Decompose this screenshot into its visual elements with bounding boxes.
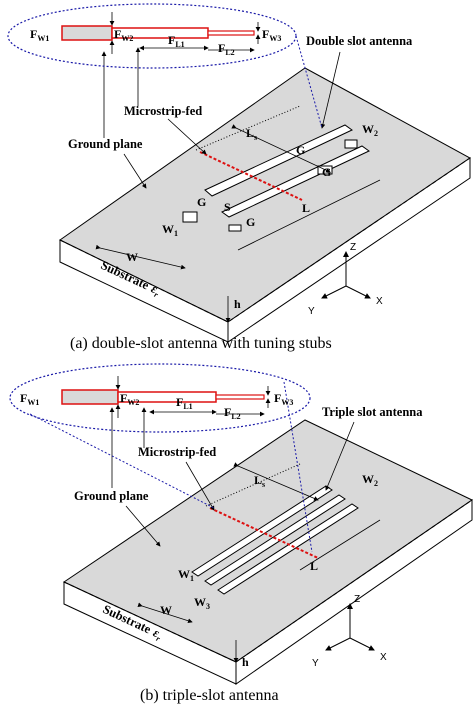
ground-leader: [123, 153, 147, 189]
label-h: h: [234, 297, 241, 311]
axis-x-label: X: [376, 296, 383, 307]
inset-ellipse: [9, 363, 311, 433]
feed-inset: FW1 FW2 FL1 FL2 FW3: [30, 12, 281, 57]
feed-section-1: [61, 389, 119, 405]
label-w1: W1: [178, 567, 194, 583]
caption-a: (a) double-slot antenna with tuning stub…: [70, 335, 332, 352]
panel-a: Ls L S G G G G W W1 W2 Double slot anten…: [7, 3, 471, 352]
label-w1: W1: [162, 222, 178, 238]
label-ls: Ls: [246, 126, 257, 142]
label-fl2: FL2: [224, 405, 241, 421]
label-fw3: FW3: [262, 27, 281, 43]
coordinate-axes: Z X Y: [308, 242, 383, 317]
dim-line-l: [237, 179, 381, 251]
label-g1: G: [197, 195, 206, 209]
label-microstrip-fed: Microstrip-fed: [138, 445, 216, 459]
label-fw3: FW3: [274, 391, 293, 407]
dim-line-l: [299, 519, 381, 571]
caption-b: (b) triple-slot antenna: [140, 687, 279, 704]
axis-x-label: X: [380, 652, 387, 663]
feed-inset: FW1 FW2 FL1 FL2 FW3: [20, 376, 293, 421]
label-fw2: FW2: [120, 391, 139, 407]
feed-edge-dotted: [195, 105, 301, 151]
label-s: S: [224, 200, 231, 214]
ground-leader: [125, 505, 161, 547]
feed-leader: [167, 118, 207, 155]
coordinate-axes: Z X Y: [312, 594, 387, 669]
label-fl1: FL1: [168, 33, 185, 49]
title-leader: [325, 421, 355, 491]
label-fw2: FW2: [114, 27, 133, 43]
tuning-stub-4: [344, 139, 358, 149]
label-g4: G: [322, 165, 331, 179]
label-w2: W2: [362, 122, 378, 138]
dim-line-ls: [233, 462, 319, 501]
label-l: L: [310, 559, 318, 573]
dim-line-w: [95, 244, 186, 270]
label-fl1: FL1: [176, 395, 193, 411]
label-l: L: [302, 201, 310, 215]
label-w: W: [126, 250, 138, 264]
inset-connector: [283, 381, 313, 553]
label-ground-plane: Ground plane: [74, 489, 149, 503]
feed-section-3: [215, 394, 265, 400]
label-fw1: FW1: [30, 27, 49, 43]
label-w3: W3: [194, 595, 210, 611]
axis-y-label: Y: [308, 306, 315, 317]
label-fw1: FW1: [20, 391, 39, 407]
title-double-slot: Double slot antenna: [306, 34, 413, 48]
title-leader: [320, 51, 341, 129]
slot-3: [217, 503, 359, 595]
tuning-stub-2: [228, 224, 242, 232]
feed-section-3: [207, 30, 255, 36]
ground-dashed-edge: [59, 157, 471, 323]
feed-leader: [185, 461, 215, 511]
label-microstrip-fed: Microstrip-fed: [124, 104, 202, 118]
tuning-stub-1: [182, 211, 198, 223]
dim-line-w: [137, 602, 193, 624]
axis-z-label: Z: [350, 242, 356, 253]
label-g2: G: [246, 215, 255, 229]
label-w: W: [160, 603, 172, 617]
inset-connector-2: [29, 413, 215, 509]
label-w2: W2: [362, 472, 378, 488]
dim-line-ls: [231, 124, 331, 173]
microstrip-feed-line: [199, 151, 303, 201]
label-ground-plane: Ground plane: [68, 137, 143, 151]
label-ls: Ls: [254, 473, 265, 489]
axis-z-label: Z: [354, 594, 360, 605]
label-fl2: FL2: [218, 41, 235, 57]
panel-b: Ls L W W1 W2 W3 Triple slot antenna Micr…: [9, 363, 473, 704]
slot-2: [204, 494, 346, 586]
axis-y-label: Y: [312, 658, 319, 669]
label-g3: G: [296, 143, 305, 157]
title-triple-slot: Triple slot antenna: [322, 405, 423, 419]
label-h: h: [242, 655, 249, 669]
feed-section-1: [61, 25, 113, 41]
